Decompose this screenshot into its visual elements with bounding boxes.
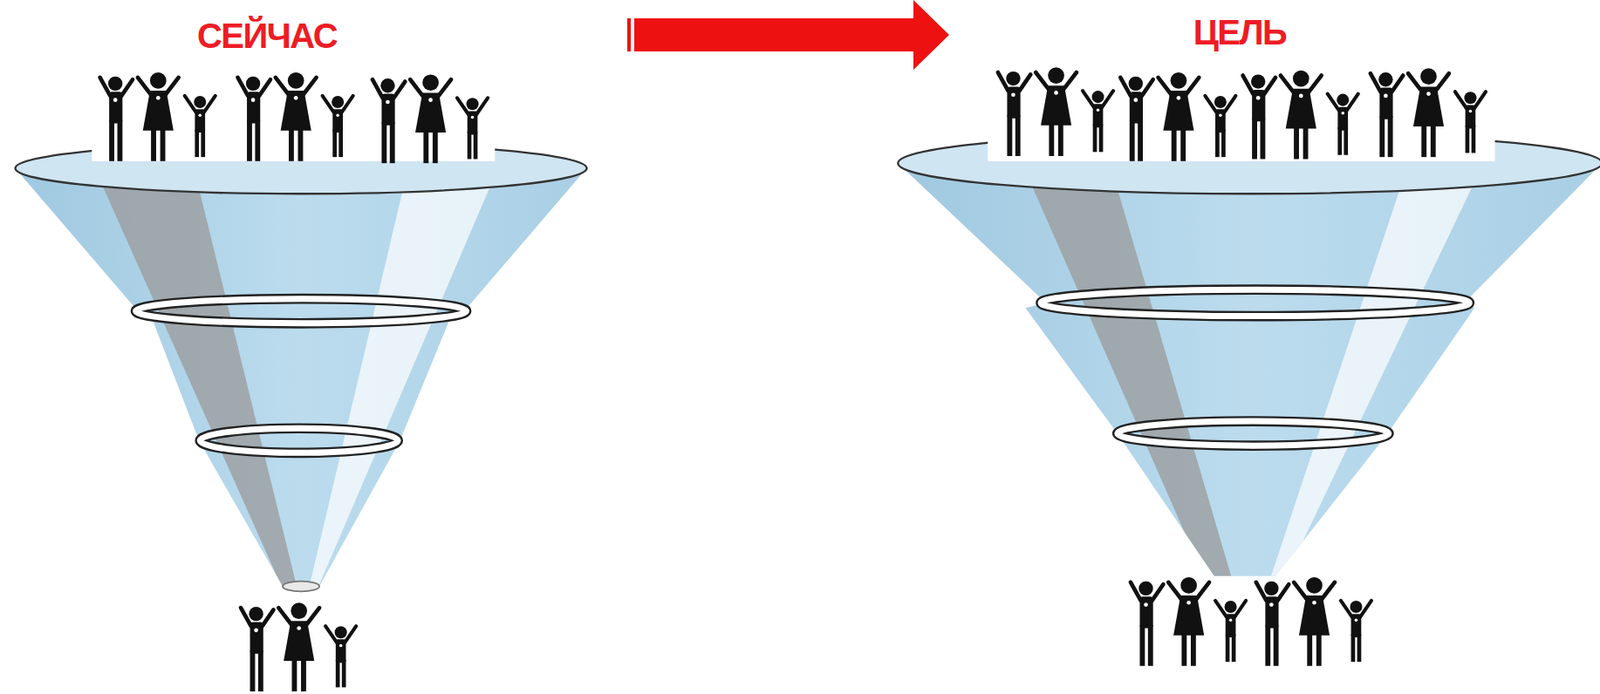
- people-group: [1130, 577, 1246, 667]
- funnel-highlight: [1269, 171, 1480, 582]
- people-group: [1256, 577, 1372, 667]
- people-group: [240, 602, 356, 692]
- funnel-shade: [1025, 171, 1232, 582]
- funnel-ring: [199, 428, 398, 453]
- stage-heading: ЦЕЛЬ: [1193, 14, 1287, 50]
- funnel-ring: [1040, 289, 1470, 316]
- arrow-shape: [634, 0, 950, 70]
- funnel-ring: [136, 299, 467, 324]
- funnel-stage: СЕЙЧАС: [0, 0, 628, 694]
- funnel-highlight: [307, 175, 495, 592]
- funnel-stage: ЦЕЛЬ: [949, 0, 1600, 694]
- transition-arrow: [627, 0, 950, 70]
- people-group: [372, 74, 488, 164]
- funnel-left: [15, 72, 588, 692]
- funnel-ring: [1117, 421, 1389, 446]
- stage-heading: СЕЙЧАС: [197, 18, 337, 54]
- funnel-ring: [199, 428, 398, 453]
- funnel-ring: [1117, 421, 1389, 446]
- people-group: [1370, 68, 1486, 158]
- funnel-ring: [1040, 289, 1470, 316]
- people-group: [238, 72, 354, 162]
- funnel-body: [897, 163, 1600, 577]
- funnel-ring: [136, 299, 467, 324]
- funnel-body: [15, 168, 588, 588]
- people-group: [1120, 72, 1236, 162]
- people-group: [998, 67, 1114, 157]
- funnel-tip: [282, 581, 320, 593]
- arrow-shape: [627, 18, 631, 52]
- people-group: [1243, 70, 1359, 160]
- people-group: [100, 72, 216, 162]
- funnel-right: [897, 67, 1600, 667]
- funnel-shade: [96, 173, 298, 593]
